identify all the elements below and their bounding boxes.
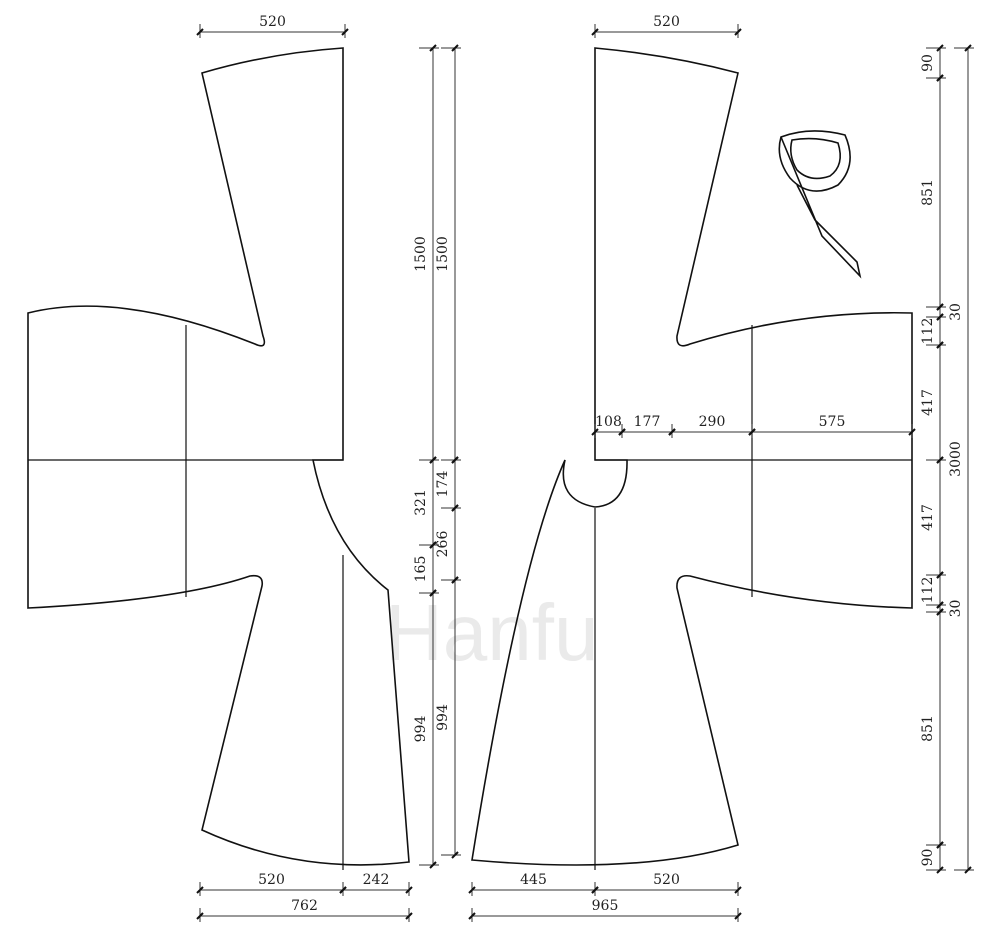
tick-mark <box>936 313 944 321</box>
right-dims-lower-112-label: 112 <box>920 577 936 604</box>
collar-outer <box>778 130 851 192</box>
back-piece-lower-inner-label: 994 <box>435 704 451 731</box>
watermark: Hanfu <box>385 588 598 677</box>
tick-mark <box>196 886 204 894</box>
tick-mark <box>591 28 599 36</box>
tick-mark <box>429 456 437 464</box>
back-piece-top-width-label: 520 <box>259 14 286 30</box>
tick-mark <box>341 28 349 36</box>
collar-band <box>780 136 862 279</box>
tick-mark <box>908 428 916 436</box>
back-piece <box>27 47 410 870</box>
tick-mark <box>429 44 437 52</box>
collar-inner <box>790 137 841 180</box>
front-piece-sleeve-575-label: 575 <box>819 414 846 430</box>
tick-mark <box>429 861 437 869</box>
tick-mark <box>451 851 459 859</box>
tick-mark <box>618 428 626 436</box>
right-dims-upper-112-label: 112 <box>920 318 936 345</box>
tick-mark <box>339 886 347 894</box>
tick-mark <box>734 28 742 36</box>
back-piece-height-inner-label: 1500 <box>435 236 451 272</box>
tick-mark <box>451 456 459 464</box>
right-dims-top-90-label: 90 <box>920 54 936 72</box>
back-piece-neck-266-label: 266 <box>435 531 451 558</box>
tick-mark <box>936 866 944 874</box>
front-piece-sleeve-290-label: 290 <box>699 414 726 430</box>
tick-mark <box>668 428 676 436</box>
back-piece-neck-174-label: 174 <box>435 471 451 498</box>
back-piece-bottom-242-label: 242 <box>363 872 390 888</box>
tick-mark <box>936 601 944 609</box>
right-dims-upper-30-label: 30 <box>948 303 964 321</box>
tick-mark <box>451 576 459 584</box>
tick-mark <box>591 886 599 894</box>
tick-mark <box>936 74 944 82</box>
tick-mark <box>196 912 204 920</box>
right-dims-lower-417-label: 417 <box>920 504 936 531</box>
back-piece-bottom-total-label: 762 <box>291 898 318 914</box>
right-dims-lower-851-label: 851 <box>920 715 936 742</box>
tick-mark <box>405 886 413 894</box>
tick-mark <box>936 303 944 311</box>
collar-piece <box>778 130 862 279</box>
tick-mark <box>936 456 944 464</box>
right-dims-bottom-90-label: 90 <box>920 849 936 867</box>
right-dims-upper-851-label: 851 <box>920 179 936 206</box>
tick-mark <box>468 886 476 894</box>
front-piece-sleeve-177-label: 177 <box>634 414 661 430</box>
front-piece-sleeve-108-label: 108 <box>595 414 622 430</box>
right-dims-lower-30-label: 30 <box>948 600 964 618</box>
front-piece <box>471 47 913 870</box>
tick-mark <box>734 912 742 920</box>
front-piece-bottom-445-label: 445 <box>520 872 547 888</box>
tick-mark <box>734 886 742 894</box>
right-dims-upper-417-label: 417 <box>920 389 936 416</box>
back-piece-bottom-520-label: 520 <box>258 872 285 888</box>
tick-mark <box>964 866 972 874</box>
tick-mark <box>429 541 437 549</box>
front-piece-bottom-520-label: 520 <box>653 872 680 888</box>
tick-mark <box>196 28 204 36</box>
tick-mark <box>451 44 459 52</box>
back-piece-lower-outer-label: 994 <box>413 716 429 743</box>
tick-mark <box>748 428 756 436</box>
tick-mark <box>936 608 944 616</box>
tick-mark <box>936 341 944 349</box>
back-piece-height-outer-label: 1500 <box>413 236 429 272</box>
tick-mark <box>468 912 476 920</box>
dimension-lines: 520 520 1500 1500 321 165 994 174 266 994 520 242 76… <box>196 14 974 922</box>
front-piece-outline <box>471 47 913 866</box>
tick-mark <box>591 428 599 436</box>
right-dims-total-label: 3000 <box>948 441 964 477</box>
front-piece-top-width-label: 520 <box>653 14 680 30</box>
tick-mark <box>964 44 972 52</box>
tick-mark <box>936 44 944 52</box>
back-piece-side-165-label: 165 <box>413 556 429 583</box>
tick-mark <box>405 912 413 920</box>
back-piece-neck-drop-label: 321 <box>413 489 429 516</box>
tick-mark <box>936 841 944 849</box>
back-piece-outline <box>27 47 410 866</box>
tick-mark <box>429 589 437 597</box>
front-piece-bottom-total-label: 965 <box>592 898 619 914</box>
tick-mark <box>451 504 459 512</box>
tick-mark <box>936 571 944 579</box>
